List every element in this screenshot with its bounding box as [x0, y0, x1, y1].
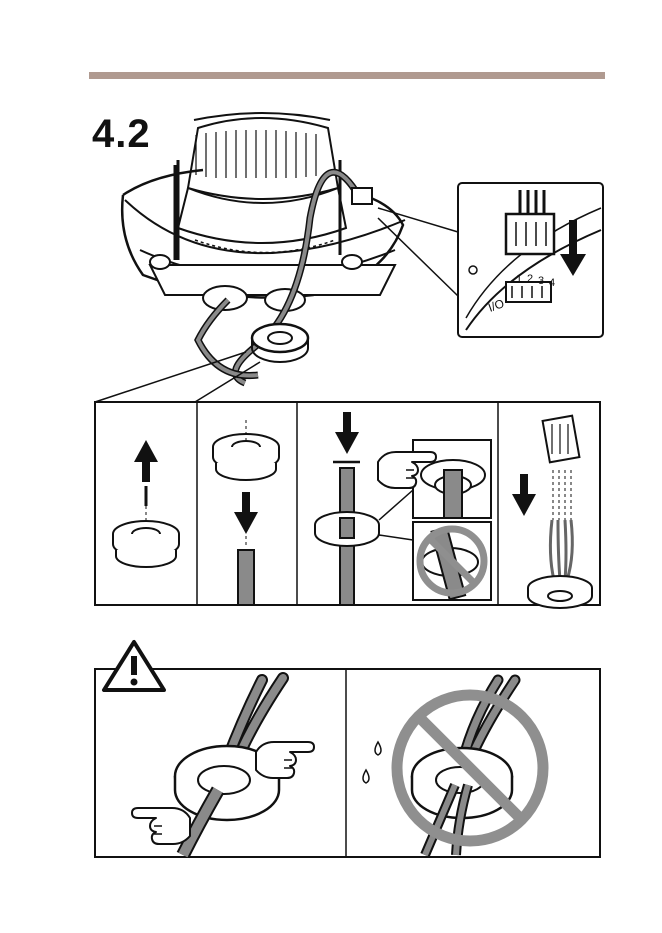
pin-label: 3	[538, 275, 544, 287]
pin-label: 1	[516, 273, 522, 285]
warning-icon	[104, 642, 164, 690]
grommet-on-cable	[252, 324, 308, 362]
pin-label: 2	[527, 273, 533, 285]
camera-housing	[122, 113, 405, 311]
callout-line	[95, 352, 260, 402]
pin-label: 4	[549, 277, 555, 289]
